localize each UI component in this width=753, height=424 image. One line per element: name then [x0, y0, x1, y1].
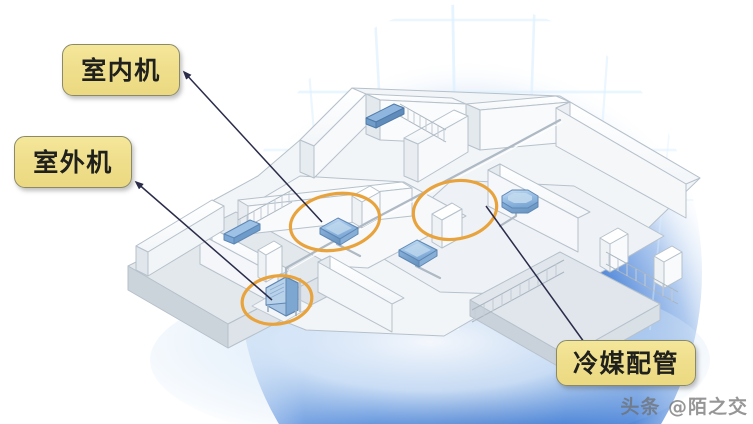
indoor-unit-3 [501, 189, 539, 214]
outdoor-unit-1 [251, 276, 313, 323]
highlight-outdoor [240, 274, 314, 326]
indoor-unit-4-wall [223, 219, 261, 245]
callout-indoor-unit[interactable]: 室内机 [62, 44, 180, 96]
highlight-ellipses [240, 178, 499, 326]
leader-outdoor [134, 180, 273, 301]
leader-lines [134, 70, 585, 343]
callout-refrigerant-piping[interactable]: 冷媒配管 [556, 340, 696, 386]
indoor-unit-1 [319, 217, 359, 246]
callout-outdoor-unit[interactable]: 室外机 [14, 136, 132, 188]
callout-refrigerant-piping-label: 冷媒配管 [572, 348, 679, 378]
indoor-unit-2 [398, 239, 438, 268]
callout-indoor-unit-label: 室内机 [81, 55, 161, 85]
highlight-indoor-left [288, 191, 382, 253]
leader-pipe [485, 205, 585, 343]
indoor-unit-5-wall [365, 103, 405, 129]
leader-indoor [182, 70, 323, 223]
callout-outdoor-unit-label: 室外机 [33, 147, 113, 177]
isometric-floorplan [127, 87, 701, 373]
highlight-indoor-right [411, 178, 499, 242]
watermark: 头条 @陌之交 [620, 395, 748, 418]
